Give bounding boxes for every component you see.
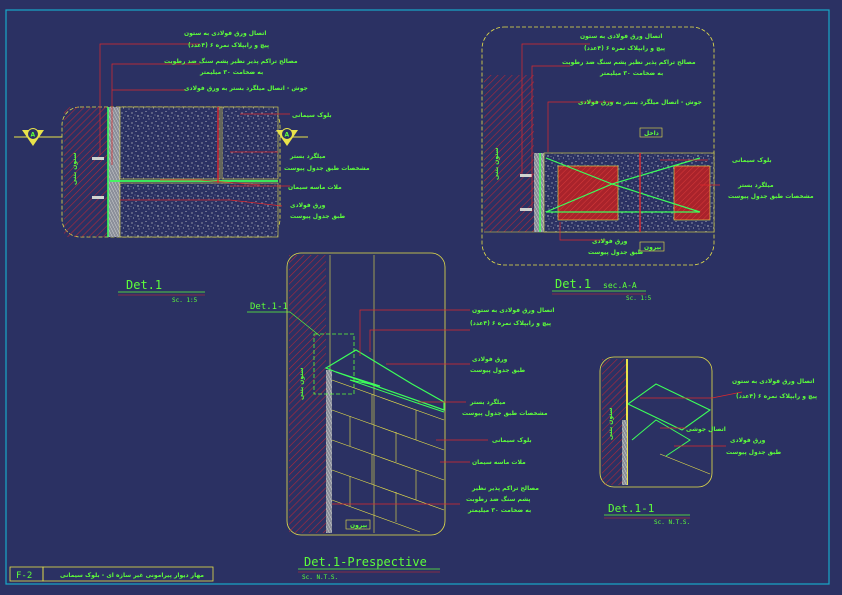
perspective-label-10: پشم سنگ ضد رطوبت xyxy=(466,495,531,503)
det1-label-7: میلگرد بستر xyxy=(289,152,326,160)
perspective-insulation xyxy=(326,370,332,533)
secAA-insulation xyxy=(534,153,544,232)
det1-scale: Sc. 1:5 xyxy=(172,297,198,304)
secAA-label-10: طبق جدول پیوست xyxy=(588,249,643,256)
det11-label-2: پیچ و رابپلاک نمره ۶ (۴عدد) xyxy=(736,392,817,400)
det1-label-6: بلوک سیمانی xyxy=(292,111,332,119)
perspective-label-4: طبق جدول پیوست xyxy=(470,367,525,374)
det1-block-2 xyxy=(221,106,279,180)
secAA-label-3: مصالح تراکم پذیر نظیر پشم سنگ ضد رطوبت xyxy=(562,58,696,66)
det11-label-1: اتصال ورق فولادی به ستون xyxy=(732,378,814,385)
det11-detail: ستون بتنی اتصال ورق فولادی به ستون پیچ و… xyxy=(599,356,817,526)
perspective-blocks xyxy=(331,379,445,533)
secAA-rebar xyxy=(545,157,701,213)
det1-block-1 xyxy=(119,106,221,180)
det11-outline xyxy=(599,356,713,488)
secAA-outline xyxy=(481,26,715,266)
det1-column-label: ستون بتنی xyxy=(71,152,78,185)
det1-label-2: پیچ و رابپلاک نمره ۶ (۴عدد) xyxy=(188,41,269,49)
perspective-label-11: به ضخامت ۳۰ میلیمتر xyxy=(467,507,531,514)
secAA-detail: ستون بتنی داخل بیرون اتصال ورق فولادی به… xyxy=(481,26,814,302)
titleblock-code: F-2 xyxy=(16,571,32,581)
det11-insulation xyxy=(622,420,627,485)
secAA-label-9: ورق فولادی xyxy=(592,238,628,245)
secAA-column-label: ستون بتنی xyxy=(493,147,500,180)
perspective-detail: ستون بتنی بیرون Det.1-1 اتصال ورق فولادی… xyxy=(247,252,554,581)
svg-text:بیرون: بیرون xyxy=(350,522,367,529)
det1-label-10: ورق فولادی xyxy=(290,202,326,209)
perspective-label-9: مصالح تراکم پذیر نظیر xyxy=(471,485,539,492)
perspective-label-1: اتصال ورق فولادی به ستون xyxy=(472,307,554,314)
perspective-label-2: پیچ و رابپلاک نمره ۶ (۴عدد) xyxy=(470,319,551,327)
perspective-scale: Sc. N.T.S. xyxy=(302,574,338,581)
det1-insulation xyxy=(108,107,120,237)
perspective-label-5: میلگرد بستر xyxy=(469,398,506,406)
perspective-outline xyxy=(286,252,446,536)
perspective-label-7: بلوک سیمانی xyxy=(492,436,532,444)
secAA-label-4: به ضخامت ۳۰ میلیمتر xyxy=(599,70,663,77)
perspective-title: Det.1-Prespective xyxy=(304,555,427,569)
perspective-column xyxy=(289,255,326,533)
secAA-label-2: پیچ و رابپلاک نمره ۶ (۴عدد) xyxy=(584,44,665,52)
svg-text:A: A xyxy=(285,132,290,139)
perspective-rebar xyxy=(335,371,445,413)
det1-detail: ستون بتنی A A اتصال ورق فولادی به ستون پ xyxy=(14,30,370,304)
secAA-label-8: مشخصات طبق جدول پیوست xyxy=(728,193,814,200)
det1-label-5: جوش - اتصال میلگرد بستر به ورق فولادی xyxy=(184,84,308,92)
secAA-subtitle: sec.A-A xyxy=(603,281,637,290)
perspective-steel-plate xyxy=(324,349,445,411)
perspective-label-8: ملات ماسه سیمان xyxy=(472,459,526,466)
perspective-outside-tag: بیرون xyxy=(345,519,371,530)
svg-text:A: A xyxy=(31,132,36,139)
det1-label-11: طبق جدول پیوست xyxy=(290,213,345,220)
perspective-label-3: ورق فولادی xyxy=(472,356,508,363)
det11-label-5: طبق جدول پیوست xyxy=(726,449,781,456)
det1-title: Det.1 xyxy=(126,278,162,292)
det1-label-1: اتصال ورق فولادی به ستون xyxy=(184,30,266,37)
secAA-scale: Sc. 1:5 xyxy=(626,295,652,302)
det11-label-3: اتصال جوشی xyxy=(686,426,726,433)
section-marker-left[interactable]: A xyxy=(14,128,62,147)
secAA-label-6: بلوک سیمانی xyxy=(732,156,772,164)
perspective-label-6: مشخصات طبق جدول پیوست xyxy=(462,410,548,417)
sheet-frame xyxy=(5,9,830,585)
det11-title: Det.1-1 xyxy=(608,502,654,515)
secAA-label-7: میلگرد بستر xyxy=(737,181,774,189)
perspective-callout[interactable]: Det.1-1 xyxy=(247,302,321,337)
det1-label-9: ملات ماسه سیمان xyxy=(288,184,342,191)
det11-label-4: ورق فولادی xyxy=(730,437,766,444)
titleblock-caption: مهار دیوار پیرامونی غیر سازه ای - بلوک س… xyxy=(60,571,204,579)
secAA-label-5: جوش - اتصال میلگرد بستر به ورق فولادی xyxy=(578,98,702,106)
secAA-column xyxy=(484,75,534,232)
secAA-inside-tag: داخل xyxy=(639,127,663,138)
det1-label-3: مصالح تراکم پذیر نظیر پشم سنگ ضد رطوبت xyxy=(164,57,298,65)
det1-label-4: به ضخامت ۳۰ میلیمتر xyxy=(199,69,263,76)
svg-text:داخل: داخل xyxy=(644,130,659,137)
secAA-block-core-2 xyxy=(673,165,711,221)
svg-text:Det.1-1: Det.1-1 xyxy=(250,302,288,312)
section-marker-right[interactable]: A xyxy=(276,128,308,147)
svg-text:بیرون: بیرون xyxy=(644,244,661,251)
det11-column-label: ستون بتنی xyxy=(607,407,614,440)
det1-block-3 xyxy=(119,182,279,238)
det1-label-8: مشخصات طبق جدول پیوست xyxy=(284,165,370,172)
secAA-outside-tag: بیرون xyxy=(639,241,665,252)
det11-scale: Sc. N.T.S. xyxy=(654,519,690,526)
perspective-column-label: ستون بتنی xyxy=(298,367,305,400)
det1-column xyxy=(64,107,108,237)
title-block: F-2 مهار دیوار پیرامونی غیر سازه ای - بل… xyxy=(9,566,214,582)
det11-steel-plate xyxy=(627,383,712,431)
secAA-label-1: اتصال ورق فولادی به ستون xyxy=(580,33,662,40)
secAA-title: Det.1 xyxy=(555,277,591,291)
